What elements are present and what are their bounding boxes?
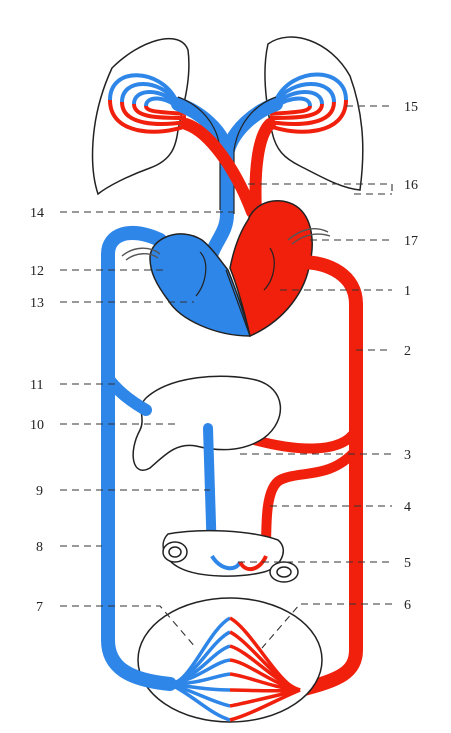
label-16: 16 xyxy=(404,178,418,193)
label-17: 17 xyxy=(404,234,418,249)
label-14: 14 xyxy=(30,206,44,221)
label-12: 12 xyxy=(30,264,44,279)
label-13: 13 xyxy=(30,296,44,311)
label-10: 10 xyxy=(30,418,44,433)
label-7: 7 xyxy=(36,600,43,615)
label-4: 4 xyxy=(404,500,411,515)
label-15: 15 xyxy=(404,100,418,115)
label-3: 3 xyxy=(404,448,411,463)
label-5: 5 xyxy=(404,556,411,571)
label-2: 2 xyxy=(404,344,411,359)
intestine-end-left xyxy=(163,542,187,562)
label-8: 8 xyxy=(36,540,43,555)
label-1: 1 xyxy=(404,284,411,299)
label-9: 9 xyxy=(36,484,43,499)
label-11: 11 xyxy=(30,378,43,393)
label-6: 6 xyxy=(404,598,411,613)
intestine-end-right xyxy=(270,562,298,582)
